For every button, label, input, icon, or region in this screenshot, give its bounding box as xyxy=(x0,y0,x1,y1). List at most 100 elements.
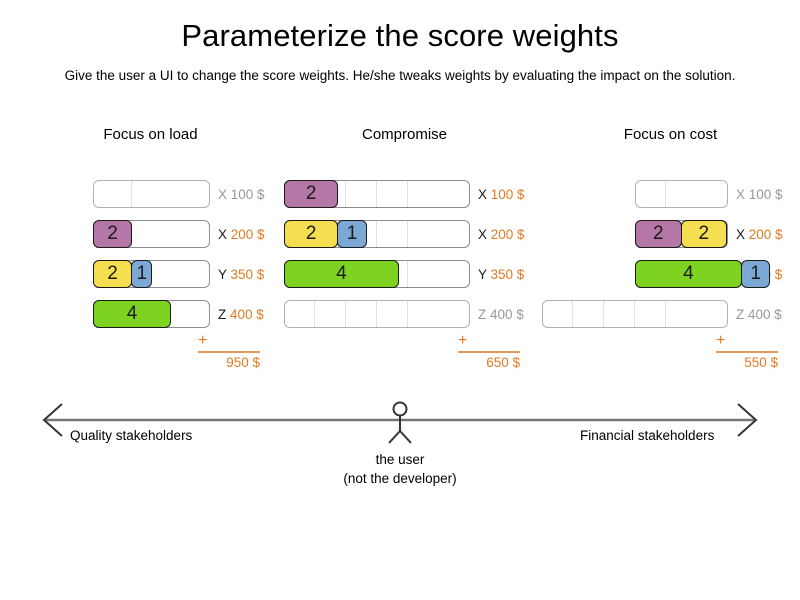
weight-segment[interactable]: 4 xyxy=(635,260,742,288)
weight-segment[interactable]: 2 xyxy=(93,260,133,288)
weight-segment[interactable]: 2 xyxy=(680,220,727,248)
track-cell xyxy=(376,301,407,327)
total-amount: 550 $ xyxy=(744,355,778,370)
column-total: +550 $ xyxy=(538,333,778,378)
total-amount: 650 $ xyxy=(486,355,520,370)
weight-row-label: Z 400 $ xyxy=(218,307,264,322)
weight-segment[interactable]: 2 xyxy=(93,220,132,248)
weight-row-cost: 350 $ xyxy=(230,266,265,282)
weight-segment[interactable]: 1 xyxy=(131,260,153,288)
weight-row-cost: 200 $ xyxy=(230,226,265,242)
weight-row[interactable]: X 100 $ xyxy=(538,174,800,214)
weight-row-cost: 400 $ xyxy=(230,306,264,322)
weight-row-key: Z xyxy=(478,306,487,322)
track-cell xyxy=(376,181,407,207)
weight-segment[interactable]: 4 xyxy=(284,260,399,288)
user-caption: the user (not the developer) xyxy=(0,450,800,488)
page-title: Parameterize the score weights xyxy=(181,18,619,53)
weight-row[interactable]: 2 X 200 $ xyxy=(18,214,283,254)
weight-row-cost: 200 $ xyxy=(490,226,525,242)
stakeholder-spectrum: Quality stakeholders Financial stakehold… xyxy=(0,398,800,498)
page-subtitle: Give the user a UI to change the score w… xyxy=(64,68,736,83)
weight-row-label: Y 350 $ xyxy=(478,267,524,282)
track-cell xyxy=(438,181,469,207)
track-cell xyxy=(376,221,407,247)
weight-row-key: X xyxy=(736,226,746,242)
weight-row[interactable]: X 100 $ xyxy=(18,174,283,214)
track-cell xyxy=(572,301,603,327)
weight-track-wrap: 4 xyxy=(272,254,470,294)
weight-row-label: Z 400 $ xyxy=(736,307,782,322)
track-cell xyxy=(407,261,438,287)
weight-track[interactable] xyxy=(284,300,470,328)
weight-row-cost: 100 $ xyxy=(230,186,265,202)
track-cell xyxy=(94,181,131,207)
weight-row-label: X 100 $ xyxy=(736,187,783,202)
weight-row-label: Y 350 $ xyxy=(218,267,264,282)
weight-row-key: X xyxy=(218,226,228,242)
column-header: Focus on cost xyxy=(623,126,718,143)
weight-track-wrap: 2 xyxy=(18,214,210,254)
weight-track[interactable] xyxy=(93,180,210,208)
track-cell xyxy=(131,221,170,247)
track-cell xyxy=(438,261,469,287)
track-cell xyxy=(543,301,572,327)
weight-track-wrap: 4 xyxy=(18,294,210,334)
total-amount: 950 $ xyxy=(226,355,260,370)
track-cell xyxy=(345,181,376,207)
track-cell xyxy=(407,301,438,327)
weight-row-label: Z 400 $ xyxy=(478,307,524,322)
weight-row[interactable]: 41Y 350 $ xyxy=(538,254,800,294)
track-cell xyxy=(170,221,209,247)
weight-segment[interactable]: 1 xyxy=(740,260,771,288)
weight-track[interactable] xyxy=(635,180,728,208)
weight-segments: 4 xyxy=(284,260,399,288)
weight-track-wrap xyxy=(538,174,728,214)
user-caption-line1: the user xyxy=(375,452,425,467)
track-cell xyxy=(314,301,345,327)
weight-row[interactable]: Z 400 $ xyxy=(272,294,537,334)
weight-track[interactable] xyxy=(542,300,728,328)
weight-segments: 2 xyxy=(284,180,339,208)
spectrum-label-financial: Financial stakeholders xyxy=(580,428,715,443)
weight-row-label: X 100 $ xyxy=(218,187,265,202)
track-cell xyxy=(345,301,376,327)
weight-row-cost: 350 $ xyxy=(490,266,525,282)
weight-row-key: X xyxy=(218,186,228,202)
weight-row[interactable]: 4 Y 350 $ xyxy=(272,254,537,294)
track-cell xyxy=(407,221,438,247)
total-plus-sign: + xyxy=(458,332,468,349)
weight-row-label: X 200 $ xyxy=(736,227,783,242)
track-cell xyxy=(170,261,209,287)
weight-segment[interactable]: 2 xyxy=(635,220,682,248)
weight-row-cost: 100 $ xyxy=(748,186,783,202)
weight-segment[interactable]: 1 xyxy=(337,220,367,248)
weight-row-cost: 400 $ xyxy=(490,306,524,322)
weight-segment[interactable]: 4 xyxy=(93,300,171,328)
weight-row-key: Y xyxy=(218,266,227,282)
total-rule xyxy=(716,351,778,353)
weight-row[interactable]: Z 400 $ xyxy=(538,294,800,334)
track-cell xyxy=(170,181,209,207)
weight-segment[interactable]: 2 xyxy=(284,180,339,208)
total-rule xyxy=(198,351,260,353)
weight-row[interactable]: 4 Z 400 $ xyxy=(18,294,283,334)
weight-row-key: Z xyxy=(218,306,227,322)
weight-segment[interactable]: 2 xyxy=(284,220,339,248)
weight-track-wrap: 2 xyxy=(272,174,470,214)
